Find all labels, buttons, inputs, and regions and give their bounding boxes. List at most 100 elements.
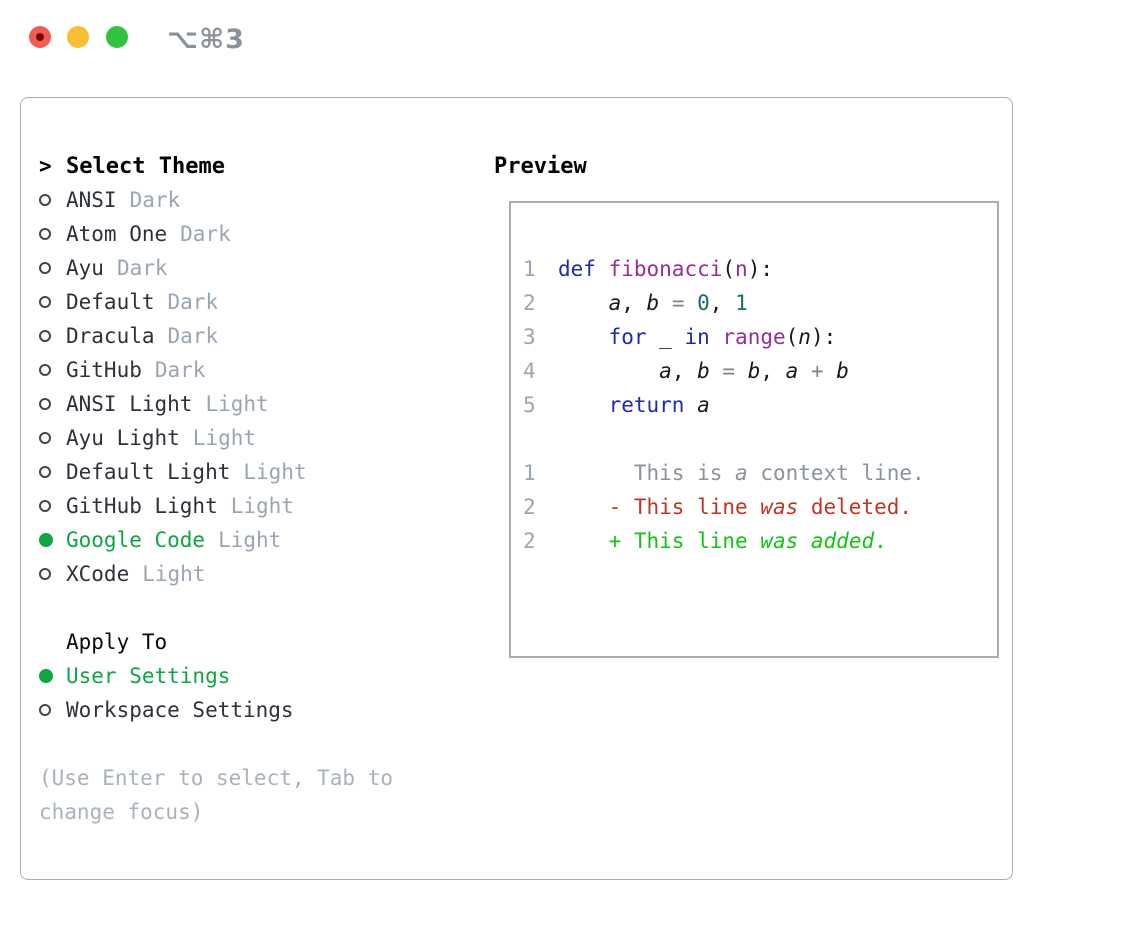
circle-icon <box>39 500 51 512</box>
circle-icon <box>39 466 51 478</box>
radio-unselected-icon <box>39 330 66 342</box>
option-variant-label: Dark <box>167 324 219 348</box>
close-indicator-dot <box>36 33 44 41</box>
line-number: 4 <box>523 359 536 383</box>
radio-unselected-icon <box>39 194 66 206</box>
code-text: + This line was added. <box>558 529 887 553</box>
option-variant-label: Light <box>218 528 282 552</box>
radio-unselected-icon <box>39 466 66 478</box>
zoom-button[interactable] <box>106 26 128 48</box>
option-variant-label: Light <box>243 460 307 484</box>
option-label: Default <box>66 290 155 314</box>
radio-unselected-icon <box>39 398 66 410</box>
option-label: Atom One <box>66 222 168 246</box>
option-label: Dracula <box>66 324 155 348</box>
line-number: 2 <box>523 291 536 315</box>
option-label: Ayu <box>66 256 104 280</box>
minimize-button[interactable] <box>67 26 89 48</box>
option-label: Ayu Light <box>66 426 180 450</box>
spacer <box>39 727 469 761</box>
radio-unselected-icon <box>39 262 66 274</box>
help-text: (Use Enter to select, Tab to change focu… <box>39 766 394 824</box>
code-text: a, b = 0, 1 <box>608 291 748 315</box>
option-variant-label: Dark <box>129 188 181 212</box>
radio-unselected-icon <box>39 228 66 240</box>
theme-option[interactable]: Google Code Light <box>39 523 469 557</box>
circle-icon <box>39 432 51 444</box>
line-number: 2 <box>523 529 536 553</box>
preview-code-line: 1 def fibonacci(n): <box>523 252 997 286</box>
option-variant-label: Dark <box>154 358 206 382</box>
preview-title: Preview <box>494 153 587 179</box>
line-number: 3 <box>523 325 536 349</box>
option-label: GitHub Light <box>66 494 218 518</box>
option-variant-label: Light <box>205 392 269 416</box>
line-number: 2 <box>523 495 536 519</box>
theme-option[interactable]: Ayu Dark <box>39 251 469 285</box>
circle-icon <box>39 398 51 410</box>
circle-icon <box>39 194 51 206</box>
apply-to-option[interactable]: Workspace Settings <box>39 693 469 727</box>
theme-list-header: > Select Theme <box>39 149 469 183</box>
preview-code-line: 5 return a <box>523 388 997 422</box>
theme-option[interactable]: Dracula Dark <box>39 319 469 353</box>
code-text: - This line was deleted. <box>558 495 913 519</box>
close-button[interactable] <box>29 26 51 48</box>
theme-option[interactable]: GitHub Dark <box>39 353 469 387</box>
option-variant-label: Dark <box>116 256 168 280</box>
radio-unselected-icon <box>39 704 66 716</box>
apply-to-title: Apply To <box>66 630 168 654</box>
radio-unselected-icon <box>39 296 66 308</box>
line-number: 1 <box>523 461 536 485</box>
option-label: GitHub <box>66 358 142 382</box>
line-number: 5 <box>523 393 536 417</box>
preview-code-line: 4 a, b = b, a + b <box>523 354 997 388</box>
circle-icon <box>39 296 51 308</box>
radio-unselected-icon <box>39 568 66 580</box>
option-variant-label: Light <box>230 494 294 518</box>
circle-icon <box>39 262 51 274</box>
preview-code-line: 2 a, b = 0, 1 <box>523 286 997 320</box>
code-text: return a <box>608 393 710 417</box>
circle-icon <box>39 568 51 580</box>
spacer <box>39 591 469 625</box>
theme-list-title: Select Theme <box>66 153 225 179</box>
radio-unselected-icon <box>39 364 66 376</box>
radio-unselected-icon <box>39 500 66 512</box>
option-variant-label: Light <box>142 562 206 586</box>
circle-icon <box>39 704 51 716</box>
title-bar: ⌥⌘3 <box>0 0 1140 80</box>
line-number: 1 <box>523 257 536 281</box>
option-label: XCode <box>66 562 130 586</box>
circle-icon <box>39 228 51 240</box>
code-text: def fibonacci(n): <box>558 257 773 281</box>
selection-cursor: > <box>39 154 52 178</box>
keyboard-shortcut-label: ⌥⌘3 <box>167 24 245 55</box>
circle-icon <box>39 364 51 376</box>
code-text: This is a context line. <box>558 461 925 485</box>
radio-selected-icon <box>39 669 66 683</box>
preview-code-line <box>523 422 997 456</box>
option-label: User Settings <box>66 664 231 688</box>
theme-option[interactable]: XCode Light <box>39 557 469 591</box>
circle-icon <box>39 330 51 342</box>
apply-to-header: Apply To <box>39 625 469 659</box>
filled-dot-icon <box>39 669 53 683</box>
option-label: Workspace Settings <box>66 698 294 722</box>
filled-dot-icon <box>39 533 53 547</box>
theme-option[interactable]: GitHub Light Light <box>39 489 469 523</box>
apply-to-option[interactable]: User Settings <box>39 659 469 693</box>
option-label: Google Code <box>66 528 206 552</box>
